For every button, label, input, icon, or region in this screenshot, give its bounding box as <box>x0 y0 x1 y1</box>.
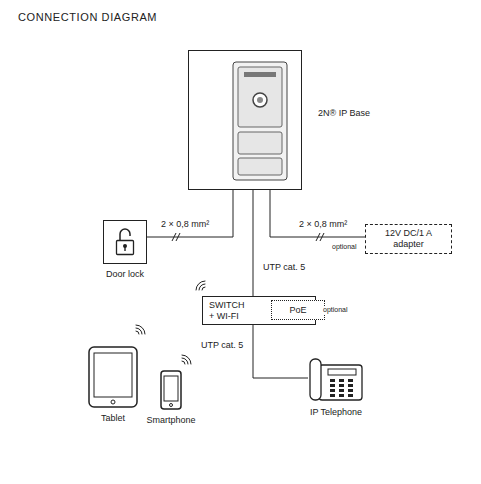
power-adapter: 12V DC/1 A adapter <box>365 224 452 254</box>
smartphone-icon <box>160 370 182 410</box>
cable-ticks <box>172 233 324 241</box>
wifi-symbol <box>182 355 191 364</box>
node-label: 12V DC/1 A adapter <box>374 228 444 250</box>
node-label: IP Telephone <box>310 407 362 418</box>
tablet-icon <box>88 346 138 408</box>
smartphone: Smartphone <box>160 370 182 410</box>
node-label: PoE <box>289 305 306 316</box>
cable-line <box>253 190 254 296</box>
note-label: optional <box>331 243 358 251</box>
cable-spec: UTP cat. 5 <box>262 262 306 273</box>
node-label: Smartphone <box>146 415 195 426</box>
cable-spec: 2 × 0,8 mm² <box>160 219 210 230</box>
diagram-title: CONNECTION DIAGRAM <box>18 11 157 23</box>
tablet: Tablet <box>88 346 138 408</box>
poe-box: PoE <box>271 300 325 320</box>
node-label: 2N® IP Base <box>318 108 370 119</box>
intercom-unit: 2N® IP Base <box>188 50 302 190</box>
ip-telephone-icon <box>308 356 364 402</box>
node-label: SWITCH + WI-FI <box>209 300 249 322</box>
network-switch: SWITCH + WI-FI PoE <box>202 296 316 325</box>
door-lock: Door lock <box>103 220 147 264</box>
wifi-symbol <box>196 281 205 290</box>
note-label: optional <box>322 306 349 314</box>
node-label: Tablet <box>101 413 125 424</box>
cable-line <box>253 325 308 378</box>
cable-line <box>270 190 365 237</box>
cable-spec: 2 × 0,8 mm² <box>298 219 348 230</box>
node-label: Door lock <box>106 269 144 280</box>
ip-telephone: IP Telephone <box>308 356 364 402</box>
wifi-symbol <box>136 325 145 334</box>
door-lock-icon <box>103 220 147 264</box>
cable-spec: UTP cat. 5 <box>200 340 244 351</box>
intercom-illustration <box>188 50 302 190</box>
cable-line <box>147 190 233 237</box>
